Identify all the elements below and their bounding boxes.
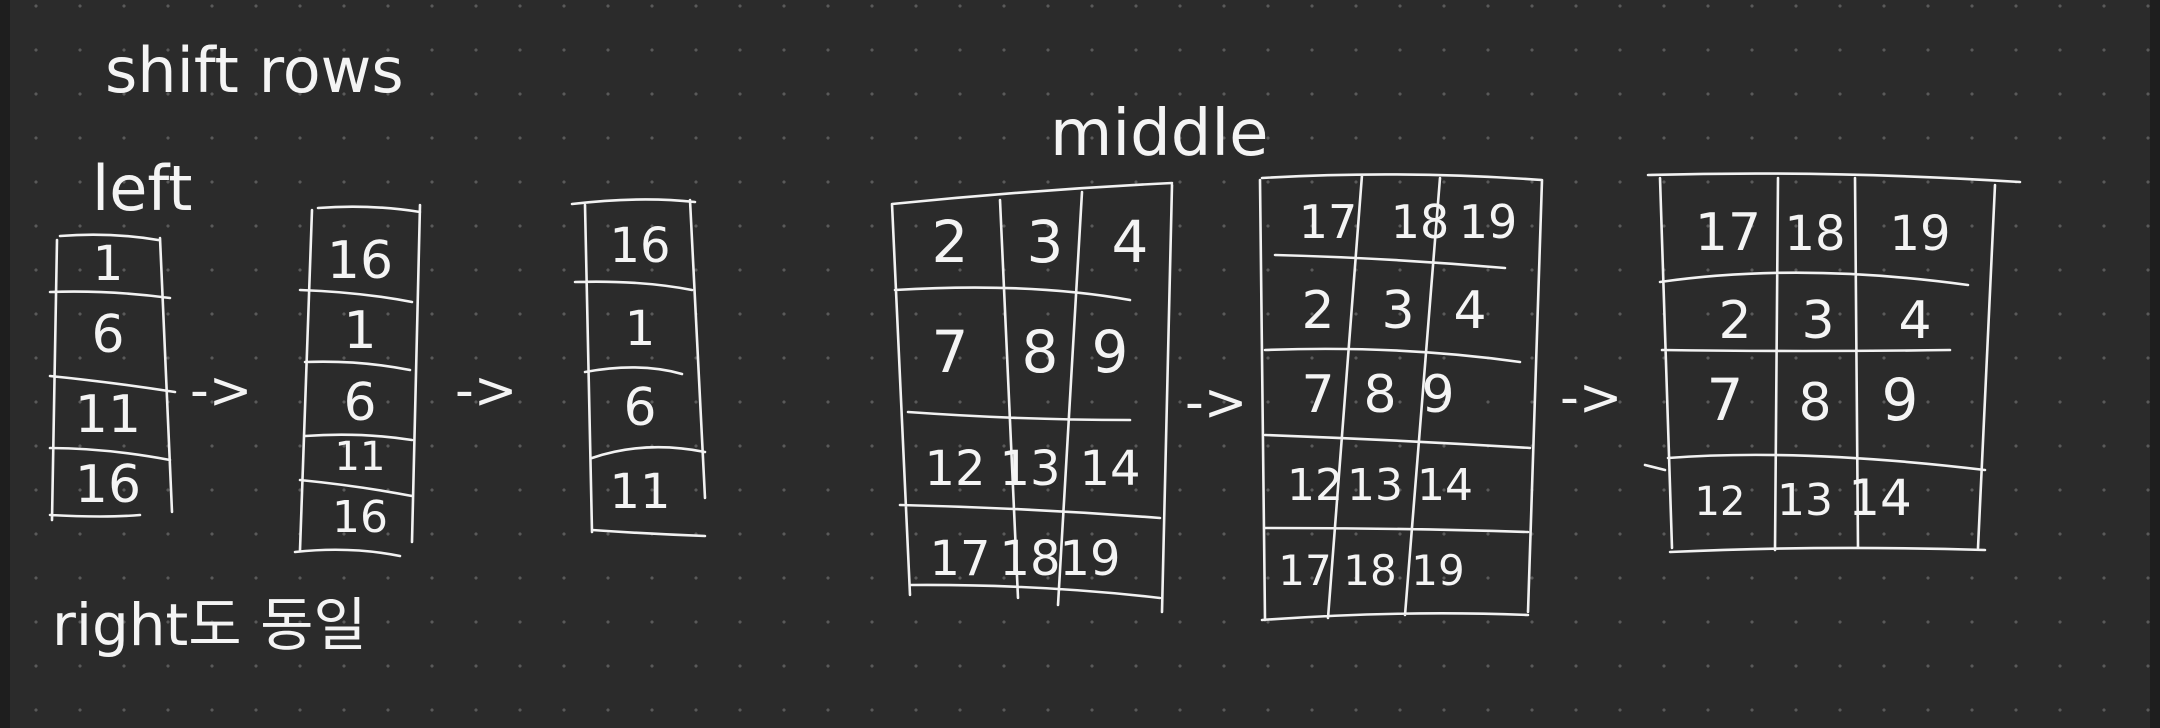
left-column-3: 16 1 6 11 (570, 198, 707, 538)
left-col2-cell: 16 (327, 231, 393, 291)
middle-grid2-cell: 9 (1421, 365, 1454, 425)
middle-grid1-cell: 14 (1079, 441, 1140, 497)
middle-grid-1: 2 3 4 7 8 9 12 13 14 17 18 19 (890, 181, 1174, 614)
middle-grid1-cell: 9 (1092, 318, 1129, 386)
arrow-2: -> (455, 361, 517, 421)
middle-grid3-cell: 2 (1718, 291, 1751, 351)
middle-grid3-cell: 4 (1898, 291, 1931, 351)
left-col2-cell: 11 (335, 434, 386, 480)
middle-grid1-cell: 18 (999, 531, 1060, 587)
arrow-3: -> (1185, 373, 1247, 433)
left-col1-cell: 1 (93, 236, 124, 292)
canvas-left-border (0, 0, 10, 728)
middle-grid2-cell: 3 (1381, 281, 1414, 341)
middle-grid3-cell: 18 (1784, 206, 1845, 262)
left-col3-cell: 1 (625, 301, 656, 357)
middle-grid1-cell: 17 (929, 531, 990, 587)
label-left: left (92, 152, 192, 225)
left-col1-cell: 11 (75, 385, 141, 445)
middle-grid2-cell: 8 (1363, 365, 1396, 425)
left-column-1: 1 6 11 16 (48, 233, 177, 522)
title-shift-rows: shift rows (105, 34, 404, 107)
middle-grid2-cell: 7 (1301, 365, 1334, 425)
middle-grid1-cell: 13 (999, 441, 1060, 497)
middle-grid2-cell: 19 (1411, 546, 1464, 595)
middle-grid1-cell: 19 (1059, 531, 1120, 587)
middle-grid3-cell: 14 (1848, 469, 1912, 527)
middle-grid2-cell: 18 (1343, 546, 1396, 595)
left-col1-cell: 16 (75, 455, 141, 515)
left-col3-cell: 16 (609, 218, 670, 274)
middle-grid2-cell: 2 (1301, 281, 1334, 341)
middle-grid1-cell: 8 (1022, 318, 1059, 386)
middle-grid3-cell: 17 (1695, 203, 1761, 263)
arrow-4: -> (1560, 368, 1622, 428)
middle-grid1-cell: 7 (932, 318, 969, 386)
middle-grid2-cell: 17 (1299, 195, 1358, 249)
middle-grid2-cell: 12 (1287, 460, 1343, 511)
middle-grid2-cell: 13 (1347, 460, 1403, 511)
middle-grid2-cell: 17 (1278, 546, 1331, 595)
canvas-right-border (2150, 0, 2160, 728)
middle-grid3-cell: 12 (1695, 479, 1746, 525)
middle-grid1-cell: 2 (932, 208, 969, 276)
left-column-2: 16 1 6 11 16 (293, 203, 422, 558)
middle-grid3-cell: 9 (1882, 366, 1919, 434)
middle-grid3-cell: 3 (1801, 291, 1834, 351)
left-col3-cell: 11 (609, 464, 670, 520)
middle-grid-3: 17 18 19 2 3 4 7 8 9 12 13 14 (1643, 172, 2022, 554)
middle-grid2-cell: 14 (1417, 460, 1473, 511)
middle-grid-2: 17 18 19 2 3 4 7 8 9 12 13 14 17 18 19 (1258, 173, 1544, 622)
middle-grid3-cell: 13 (1777, 475, 1833, 526)
left-col2-cell: 16 (332, 492, 388, 543)
middle-grid1-cell: 12 (924, 441, 985, 497)
arrow-1: -> (190, 361, 252, 421)
middle-grid2-cell: 19 (1459, 195, 1518, 249)
middle-grid3-cell: 8 (1798, 373, 1831, 433)
left-col1-cell: 6 (91, 305, 124, 365)
middle-grid1-cell: 3 (1027, 208, 1064, 276)
label-middle: middle (1050, 97, 1269, 171)
middle-grid3-cell: 7 (1707, 366, 1744, 434)
left-col2-cell: 1 (343, 301, 376, 361)
right-same-note: right도 동일 (52, 591, 367, 659)
left-col3-cell: 6 (623, 378, 656, 438)
middle-grid3-cell: 19 (1889, 206, 1950, 262)
left-col2-cell: 6 (343, 373, 376, 433)
middle-grid1-cell: 4 (1112, 208, 1149, 276)
middle-grid2-cell: 18 (1391, 195, 1450, 249)
middle-grid2-cell: 4 (1453, 281, 1486, 341)
